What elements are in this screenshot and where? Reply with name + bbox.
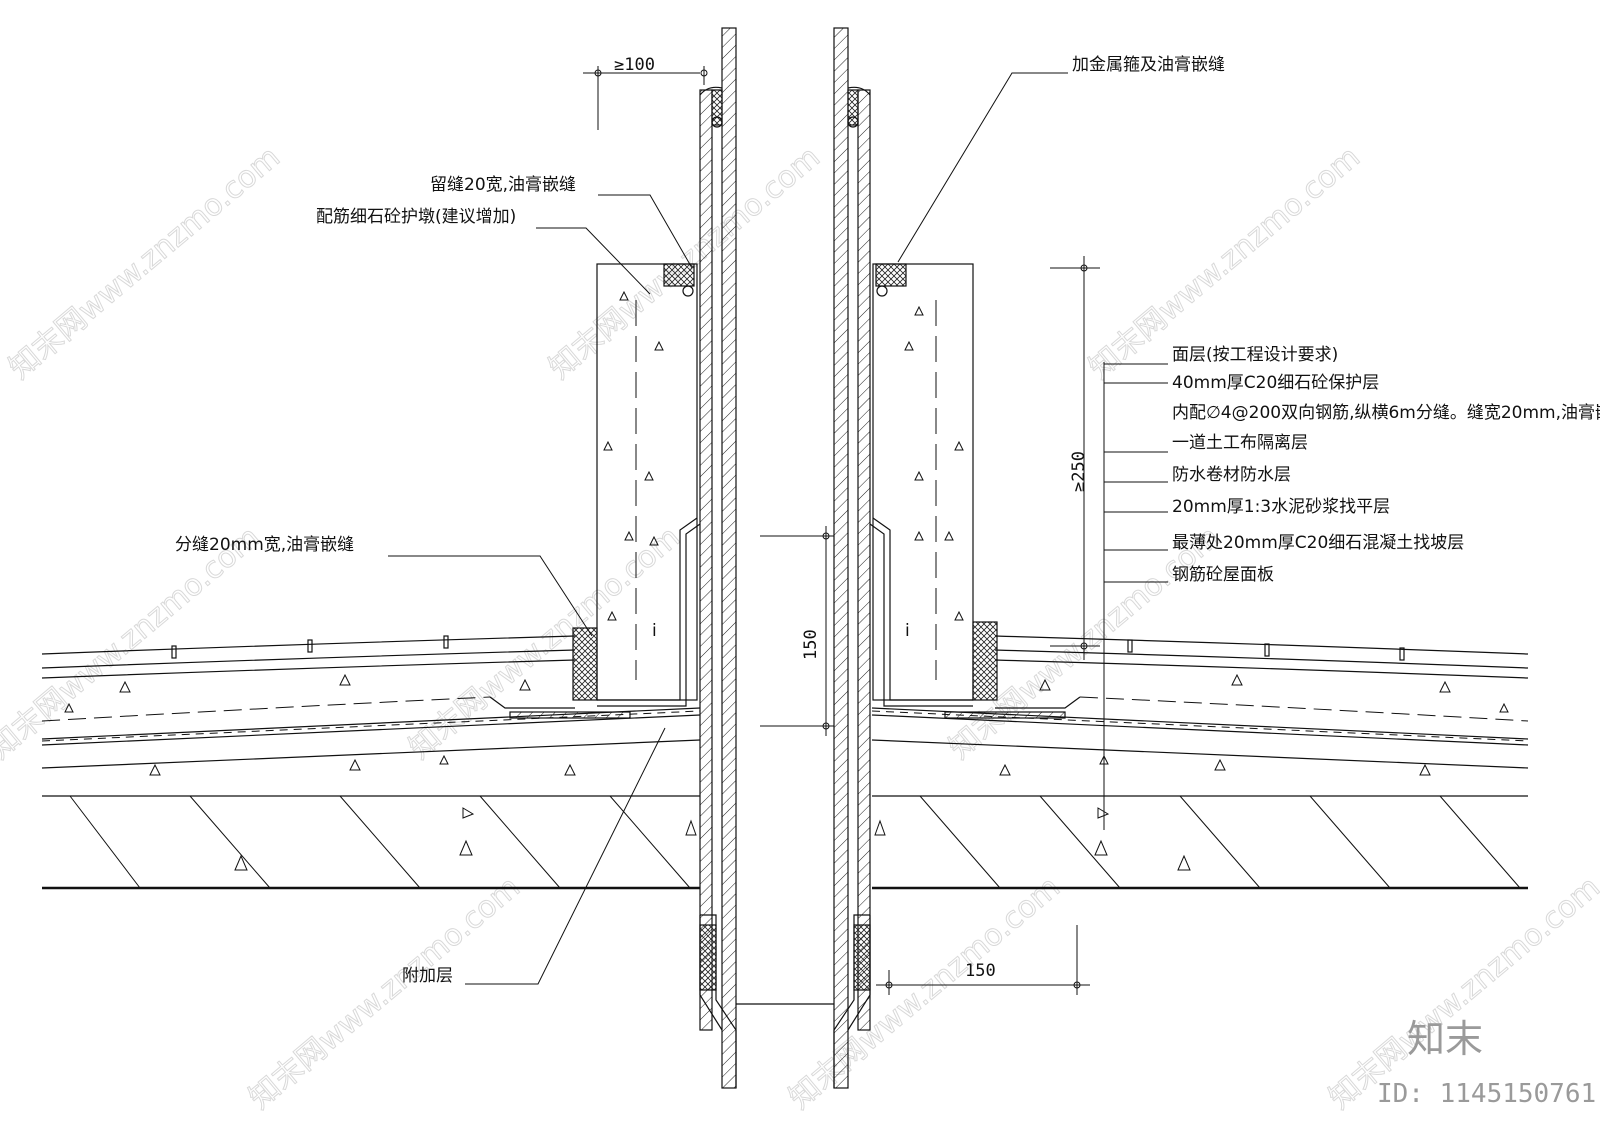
pipe-sleeve bbox=[699, 27, 871, 1089]
watermark-site-7: 知末网www.znzmo.com bbox=[243, 870, 527, 1116]
watermark-id: ID: 1145150761 bbox=[1377, 1079, 1596, 1109]
dim-height: ≥250 bbox=[1069, 451, 1089, 492]
label-additional-layer: 附加层 bbox=[402, 966, 453, 986]
additional-layer-detail bbox=[489, 696, 1081, 719]
layer-4: 防水卷材防水层 bbox=[1172, 465, 1291, 485]
dim-sleeve: 150 bbox=[801, 629, 821, 660]
label-split-gap: 分缝20mm宽,油膏嵌缝 bbox=[175, 534, 354, 555]
label-gap-20: 留缝20宽,油膏嵌缝 bbox=[430, 174, 576, 195]
layer-2: 内配∅4@200双向钢筋,纵横6m分缝。缝宽20mm,油膏嵌缝 bbox=[1172, 402, 1600, 423]
watermark-logo: 知末 bbox=[1407, 1017, 1483, 1061]
layer-1: 40mm厚C20细石砼保护层 bbox=[1172, 373, 1379, 393]
svg-text:i: i bbox=[652, 621, 657, 641]
diagonal-watermarks: 知末网www.znzmo.com 知末网www.znzmo.com 知末网www… bbox=[0, 139, 1600, 1116]
layer-3: 一道土工布隔离层 bbox=[1172, 433, 1308, 453]
watermark-site-8: 知末网www.znzmo.com bbox=[783, 870, 1067, 1116]
layer-7: 钢筋砼屋面板 bbox=[1172, 565, 1274, 585]
dim-top: ≥100 bbox=[614, 55, 655, 75]
watermark-site-4: 知末网www.znzmo.com bbox=[0, 520, 267, 766]
layer-0: 面层(按工程设计要求) bbox=[1172, 345, 1338, 365]
label-pier: 配筋细石砼护墩(建议增加) bbox=[316, 207, 516, 227]
leader-lines bbox=[388, 72, 1068, 985]
drawing-lines: i i bbox=[41, 27, 1529, 1089]
layer-5: 20mm厚1:3水泥砂浆找平层 bbox=[1172, 497, 1390, 517]
corner-watermark: 知末 ID: 1145150761 bbox=[1377, 1017, 1596, 1109]
watermark-site-5: 知末网www.znzmo.com bbox=[403, 520, 687, 766]
watermark-site-2: 知末网www.znzmo.com bbox=[543, 140, 827, 386]
svg-text:i: i bbox=[905, 621, 910, 641]
concrete-pier-left: i bbox=[572, 263, 701, 707]
roof-layers-right bbox=[871, 635, 1529, 776]
dim-bottom: 150 bbox=[965, 961, 996, 981]
roof-slab bbox=[42, 795, 1528, 890]
layer-6: 最薄处20mm厚C20细石混凝土找坡层 bbox=[1172, 533, 1464, 553]
labels: ≥100 150 ≥250 150 留缝20宽,油膏嵌缝 配筋细石砼护墩(建议增… bbox=[175, 54, 1600, 986]
watermark-site-1: 知末网www.znzmo.com bbox=[3, 140, 287, 386]
dimension-lines bbox=[583, 66, 1168, 995]
concrete-pier-right: i bbox=[869, 263, 998, 707]
label-metal-hoop: 加金属箍及油膏嵌缝 bbox=[1072, 54, 1225, 75]
